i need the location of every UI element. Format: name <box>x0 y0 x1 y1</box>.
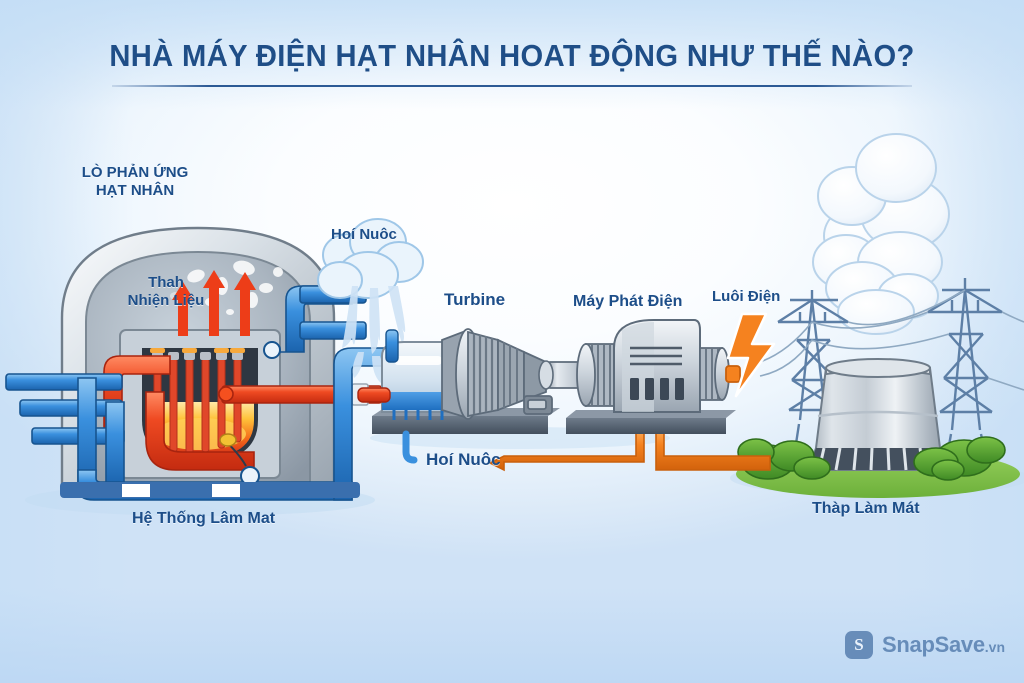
condenser-highlight <box>394 356 442 365</box>
label-cooling-system: Hệ Thống Lâm Mat <box>132 510 276 527</box>
page-title: NHÀ MÁY ĐIỆN HẠT NHÂN HOAT ĐỘNG NHƯ THẾ … <box>0 38 1024 74</box>
power-lines <box>759 289 1024 391</box>
condenser-tubes <box>392 410 444 420</box>
label-turbine: Turbine <box>444 290 506 309</box>
watermark-tld: .vn <box>984 639 1006 655</box>
condenser-drain <box>402 430 418 464</box>
label-generator: Máy Phát Điện <box>573 293 683 310</box>
cooling-tower-steam-plume <box>812 133 950 335</box>
reactor-valve <box>219 433 237 447</box>
label-steam-bottom: Hoí Nuôc <box>426 450 501 469</box>
steam-turbine <box>441 328 553 420</box>
condenser-hot-inlet <box>357 387 391 403</box>
generator-base <box>566 418 726 434</box>
condenser-inlet <box>385 329 399 363</box>
condenser-water <box>382 392 452 410</box>
snapsave-logo-icon: S <box>845 631 873 659</box>
watermark-name: SnapSave <box>882 632 985 657</box>
generator-rotor-right <box>699 347 741 401</box>
generator-panels <box>630 378 684 400</box>
lightning-bolt-icon <box>726 312 776 398</box>
label-fuel-rods: Thah Nhiện Liệu <box>127 274 205 310</box>
transmission-pylon-left <box>777 290 849 471</box>
label-steam-top: Hoí Nuôc <box>331 226 397 243</box>
title-underline <box>112 85 912 87</box>
cooling-tower-group <box>736 133 1024 498</box>
generator-rotor-left <box>576 343 615 407</box>
label-grid: Luôi Điện <box>712 288 781 305</box>
page-title-text: NHÀ MÁY ĐIỆN HẠT NHÂN HOAT ĐỘNG NHƯ THẾ … <box>109 38 915 73</box>
cooling-tower-band <box>817 410 939 418</box>
reactor-steam-plume <box>317 218 424 384</box>
label-reactor: LÒ PHẢN ỨNG HẠT NHÂN <box>81 164 189 200</box>
reactor-base <box>60 482 360 498</box>
reactor-base-blocks <box>122 484 240 497</box>
snapsave-logo-letter: S <box>854 635 864 654</box>
heat-arrows <box>172 270 256 336</box>
label-cooling-tower: Thàp Làm Mát <box>812 500 920 517</box>
shaft-coupling-left <box>538 360 554 390</box>
electric-generator <box>566 319 741 434</box>
nuclear-reactor <box>5 226 393 501</box>
generator-vents <box>630 346 682 366</box>
steam-streaks <box>342 286 406 384</box>
tower-bushes <box>737 436 1006 481</box>
watermark: S SnapSave .vn <box>845 631 1005 659</box>
cooling-tower-mouth <box>825 358 931 378</box>
turbine-platform <box>372 416 548 434</box>
return-water-piping <box>488 427 771 472</box>
